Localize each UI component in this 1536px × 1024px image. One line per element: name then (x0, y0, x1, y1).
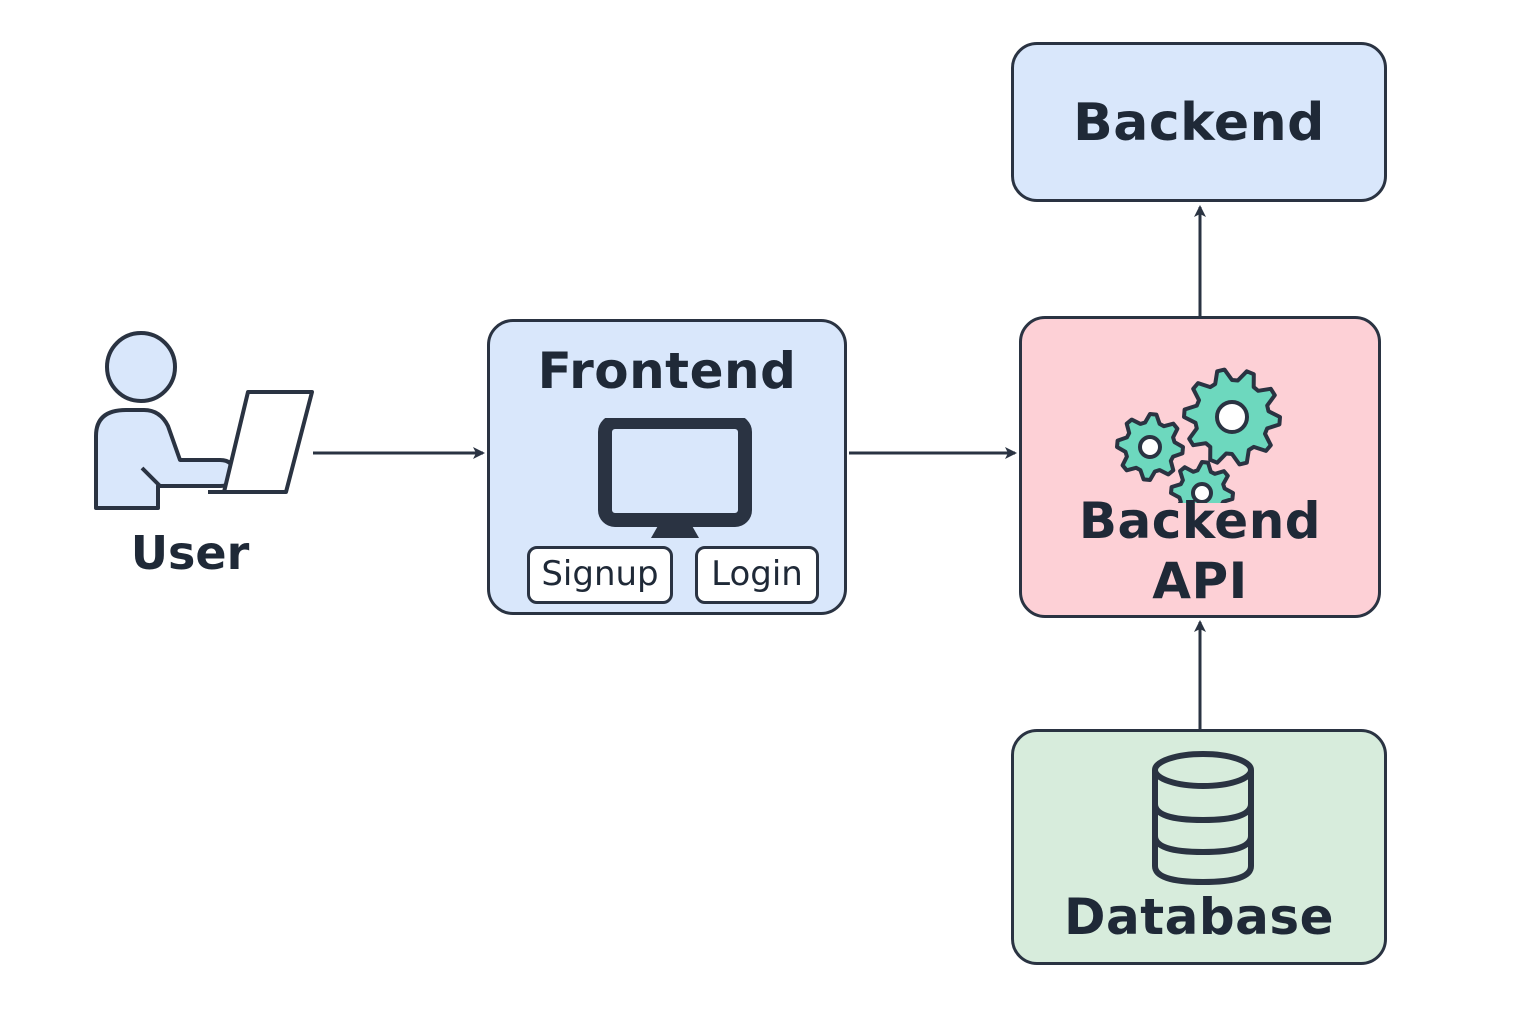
monitor-icon (598, 418, 752, 538)
gear-bottom-icon (1169, 460, 1235, 503)
database-node: Database (1011, 729, 1387, 965)
frontend-title: Frontend (537, 342, 797, 400)
backend-api-title-line1: Backend (1078, 492, 1322, 550)
frontend-node: Frontend Signup Login (487, 319, 847, 615)
user-laptop-icon (94, 331, 314, 510)
gears-icon (1115, 367, 1282, 503)
backend-api-title-line2: API (1152, 552, 1248, 610)
signup-button[interactable]: Signup (527, 546, 673, 604)
gear-left-icon (1115, 412, 1185, 482)
backend-api-node: Backend API (1019, 316, 1381, 618)
backend-title: Backend (1073, 93, 1325, 153)
database-title: Database (1063, 888, 1335, 946)
backend-node: Backend (1011, 42, 1387, 202)
database-icon (1152, 751, 1254, 886)
backend-api-title: Backend API (1022, 491, 1378, 611)
user-label: User (130, 526, 250, 580)
gear-large-icon (1182, 367, 1282, 467)
login-button[interactable]: Login (695, 546, 819, 604)
